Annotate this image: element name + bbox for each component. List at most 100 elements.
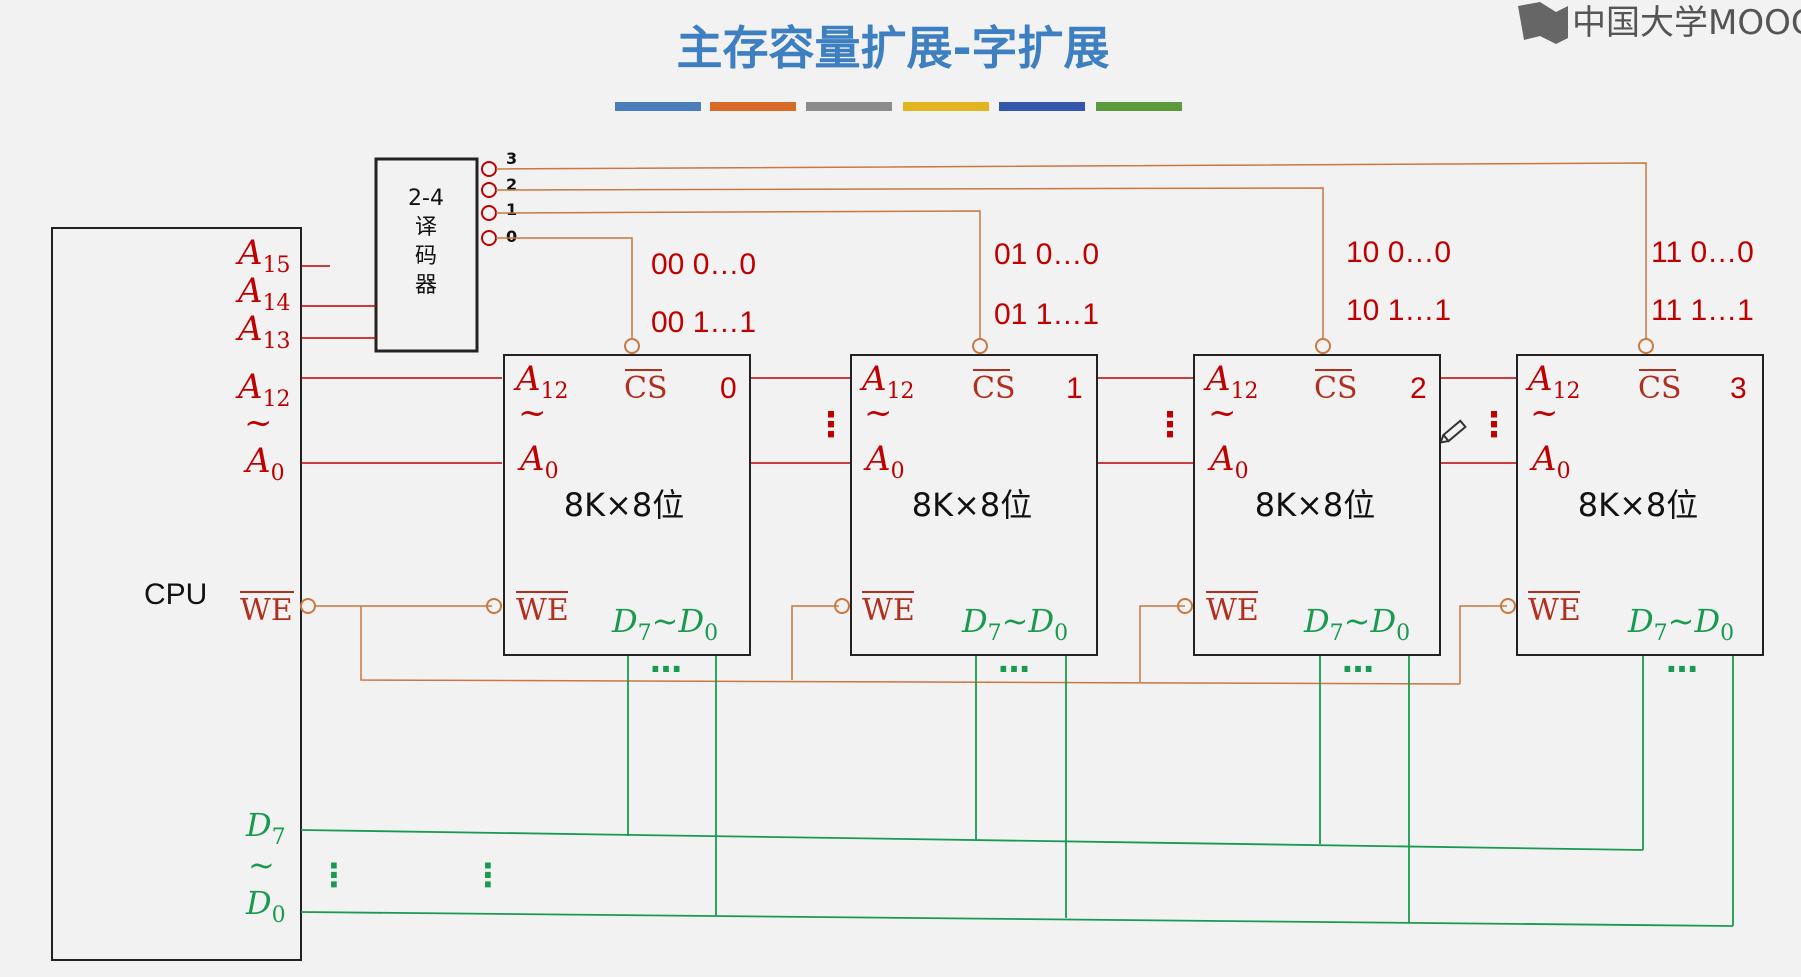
decoder-out-2: 2 bbox=[506, 175, 517, 194]
cpu-pin-a13: A13 bbox=[235, 309, 291, 354]
chip-pin-cs: CS bbox=[972, 371, 1016, 406]
chip-pin-we: WE bbox=[516, 593, 569, 628]
cpu-pin-we: WE bbox=[240, 593, 293, 628]
page-title: 主存容量扩展-字扩展 bbox=[676, 21, 1109, 75]
logo-text: 中国大学MOOC bbox=[1572, 3, 1801, 43]
chip-data-dots: … bbox=[998, 642, 1030, 680]
memory-chip-3: A12 ~ A0 CS 3 8K×8位 WE D7~D0 … 11 0…0 11… bbox=[1500, 236, 1764, 680]
cpu-label: CPU bbox=[144, 578, 207, 611]
chip-index: 2 bbox=[1410, 372, 1427, 405]
chip-size: 8K×8位 bbox=[1578, 486, 1699, 524]
we-bubble bbox=[1500, 598, 1516, 614]
chip-pin-d: D7~D0 bbox=[1303, 602, 1410, 646]
decoder-label-3: 码 bbox=[415, 244, 437, 269]
chip-pin-d: D7~D0 bbox=[1627, 602, 1734, 646]
chip-pin-cs: CS bbox=[624, 371, 668, 406]
memory-chip-0: A12 ~ A0 CS 0 8K×8位 WE D7~D0 … 00 0…0 00… bbox=[486, 248, 756, 680]
cs-bubble bbox=[1638, 338, 1654, 354]
chip-addr-end: 11 1…1 bbox=[1651, 294, 1754, 327]
chip-pin-a12: A12 bbox=[513, 359, 569, 404]
chip-pin-a0: A0 bbox=[517, 439, 559, 484]
chip-index: 1 bbox=[1066, 372, 1083, 405]
cpu-pin-a0: A0 bbox=[243, 441, 285, 486]
cpu-decoder-wires bbox=[301, 265, 376, 339]
chip-pin-tilde: ~ bbox=[1208, 393, 1237, 433]
data-vdots: ⋮ bbox=[318, 856, 350, 894]
bus-vdots: ⋮ bbox=[1477, 405, 1511, 445]
chip-size: 8K×8位 bbox=[1255, 486, 1376, 524]
color-bar-segment bbox=[1096, 102, 1182, 111]
chip-index: 3 bbox=[1730, 372, 1747, 405]
cpu-pin-d7: D7 bbox=[245, 806, 286, 850]
chip-size: 8K×8位 bbox=[912, 486, 1033, 524]
chip-addr-start: 11 0…0 bbox=[1651, 236, 1754, 269]
chip-pin-we: WE bbox=[862, 593, 915, 628]
chip-pin-cs: CS bbox=[1314, 371, 1358, 406]
chip-addr-start: 10 0…0 bbox=[1346, 236, 1451, 269]
chip-addr-start: 01 0…0 bbox=[994, 238, 1099, 271]
cpu-pin-a12: A12 bbox=[235, 367, 291, 412]
chip-pin-we: WE bbox=[1528, 593, 1581, 628]
chip-index: 0 bbox=[720, 372, 737, 405]
we-bubble bbox=[486, 598, 502, 614]
chip-pin-a12: A12 bbox=[859, 359, 915, 404]
we-bus bbox=[315, 605, 1507, 685]
pencil-icon bbox=[1439, 419, 1467, 444]
color-bar-segment bbox=[806, 102, 892, 111]
color-bar-segment bbox=[903, 102, 989, 111]
decoder-box bbox=[374, 157, 479, 353]
mooc-logo: 中国大学MOOC bbox=[1518, 2, 1801, 44]
chip-pin-a0: A0 bbox=[863, 439, 905, 484]
logo-book-icon bbox=[1518, 2, 1568, 44]
chip-pin-d: D7~D0 bbox=[611, 602, 718, 646]
chip-addr-end: 00 1…1 bbox=[651, 306, 756, 339]
chip-pin-we: WE bbox=[1206, 593, 1259, 628]
chip-pin-tilde: ~ bbox=[864, 393, 893, 433]
decoder-label-4: 器 bbox=[415, 273, 437, 298]
decoder-label-1: 2-4 bbox=[408, 186, 444, 211]
bus-vdots: ⋮ bbox=[814, 405, 848, 445]
data-vdots: ⋮ bbox=[472, 856, 504, 894]
address-bus bbox=[301, 377, 1516, 464]
cpu-pin-d0: D0 bbox=[245, 884, 286, 928]
chip-pin-tilde: ~ bbox=[1530, 393, 1559, 433]
chip-pin-d: D7~D0 bbox=[961, 602, 1068, 646]
cpu-we-bubble bbox=[300, 598, 316, 614]
color-bar-segment bbox=[999, 102, 1085, 111]
decoder-cs-wires bbox=[495, 162, 1647, 338]
title-color-bar bbox=[615, 102, 1182, 111]
decoder-label-2: 译 bbox=[415, 215, 437, 240]
we-bubble bbox=[1177, 598, 1193, 614]
cs-bubble bbox=[972, 338, 988, 354]
cpu-pin-tilde: ~ bbox=[244, 403, 273, 443]
color-bar-segment bbox=[710, 102, 796, 111]
chip-data-dots: … bbox=[1666, 642, 1698, 680]
cs-bubble bbox=[624, 338, 640, 354]
chip-pin-a12: A12 bbox=[1203, 359, 1259, 404]
decoder-outputs: 3 2 1 0 bbox=[481, 149, 517, 246]
chip-pin-a12: A12 bbox=[1525, 359, 1581, 404]
we-bubble bbox=[834, 598, 850, 614]
decoder-out-0: 0 bbox=[506, 227, 517, 246]
cpu-pin-a15: A15 bbox=[235, 233, 291, 278]
decoder-out-bubble bbox=[481, 230, 497, 246]
chip-size: 8K×8位 bbox=[564, 486, 685, 524]
chip-pin-a0: A0 bbox=[1207, 439, 1249, 484]
memory-chip-2: A12 ~ A0 CS 2 8K×8位 WE D7~D0 … 10 0…0 10… bbox=[1177, 236, 1451, 680]
data-bus bbox=[300, 655, 1734, 927]
chip-data-dots: … bbox=[1342, 642, 1374, 680]
chip-addr-start: 00 0…0 bbox=[651, 248, 756, 281]
chip-addr-end: 10 1…1 bbox=[1346, 294, 1451, 327]
chip-pin-tilde: ~ bbox=[518, 393, 547, 433]
memory-chip-1: A12 ~ A0 CS 1 8K×8位 WE D7~D0 … 01 0…0 01… bbox=[834, 238, 1099, 680]
decoder-out-bubble bbox=[481, 182, 497, 198]
cpu-box bbox=[51, 227, 302, 961]
bus-vdots: ⋮ bbox=[1153, 405, 1187, 445]
decoder-out-bubble bbox=[481, 205, 497, 221]
color-bar-segment bbox=[615, 102, 701, 111]
cs-bubble bbox=[1315, 338, 1331, 354]
decoder-out-bubble bbox=[481, 161, 497, 177]
chip-pin-cs: CS bbox=[1638, 371, 1682, 406]
decoder-out-3: 3 bbox=[506, 149, 517, 168]
